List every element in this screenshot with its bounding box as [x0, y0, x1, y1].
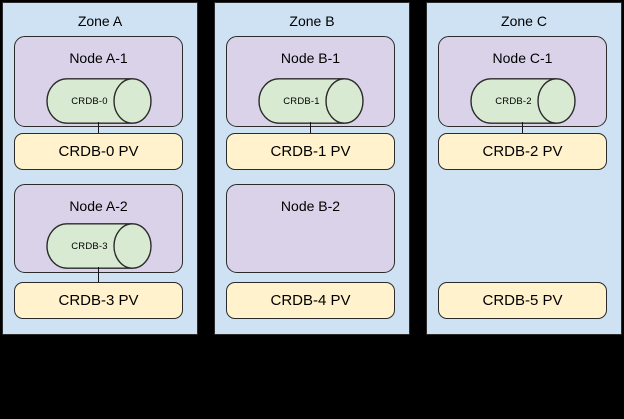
crdb-1-label: CRDB-1	[283, 95, 320, 107]
node-c1: Node C-1 CRDB-2	[438, 36, 607, 127]
zone-b: Zone B Node B-1 CRDB-1 CRDB-1 PV Node B-…	[214, 2, 410, 335]
pv-crdb-5-label: CRDB-5 PV	[482, 292, 563, 309]
database-cylinder-icon	[45, 223, 152, 269]
crdb-3-label: CRDB-3	[71, 240, 108, 252]
pv-crdb-3: CRDB-3 PV	[14, 282, 183, 319]
node-b2: Node B-2	[226, 184, 395, 273]
zone-a-title: Zone A	[77, 13, 123, 29]
pv-crdb-2-label: CRDB-2 PV	[482, 143, 563, 160]
zone-a: Zone A Node A-1 CRDB-0 CRDB-0 PV Node A-…	[2, 2, 198, 335]
pv-crdb-0: CRDB-0 PV	[14, 133, 183, 170]
database-cylinder-icon	[469, 78, 576, 124]
node-a1-label: Node A-1	[69, 50, 128, 66]
crdb-0-label: CRDB-0	[71, 95, 108, 107]
zone-c: Zone C Node C-1 CRDB-2 CRDB-2 PV CRDB-5 …	[426, 2, 622, 335]
node-a2: Node A-2 CRDB-3	[14, 184, 183, 273]
pv-crdb-4-label: CRDB-4 PV	[270, 292, 351, 309]
connector-crdb0-to-pv	[97, 122, 100, 134]
connector-crdb1-to-pv	[309, 122, 312, 134]
pv-crdb-5: CRDB-5 PV	[438, 282, 607, 319]
pv-crdb-2: CRDB-2 PV	[438, 133, 607, 170]
database-cylinder-icon	[45, 78, 152, 124]
crdb-3-cylinder: CRDB-3	[45, 223, 152, 269]
database-cylinder-icon	[257, 78, 364, 124]
node-b1: Node B-1 CRDB-1	[226, 36, 395, 127]
node-a2-label: Node A-2	[69, 198, 128, 214]
node-c1-label: Node C-1	[492, 50, 553, 66]
zone-b-title: Zone B	[289, 13, 335, 29]
node-b1-label: Node B-1	[280, 50, 341, 66]
crdb-1-cylinder: CRDB-1	[257, 78, 364, 124]
crdb-2-cylinder: CRDB-2	[469, 78, 576, 124]
pv-crdb-1-label: CRDB-1 PV	[270, 143, 351, 160]
connector-crdb2-to-pv	[521, 122, 524, 134]
pv-crdb-0-label: CRDB-0 PV	[58, 143, 139, 160]
node-b2-label: Node B-2	[280, 198, 341, 214]
pv-crdb-1: CRDB-1 PV	[226, 133, 395, 170]
pv-crdb-4: CRDB-4 PV	[226, 282, 395, 319]
node-a1: Node A-1 CRDB-0	[14, 36, 183, 127]
crdb-0-cylinder: CRDB-0	[45, 78, 152, 124]
connector-crdb3-to-pv	[97, 267, 100, 283]
crdb-2-label: CRDB-2	[495, 95, 532, 107]
pv-crdb-3-label: CRDB-3 PV	[58, 292, 139, 309]
zone-c-title: Zone C	[501, 13, 547, 29]
